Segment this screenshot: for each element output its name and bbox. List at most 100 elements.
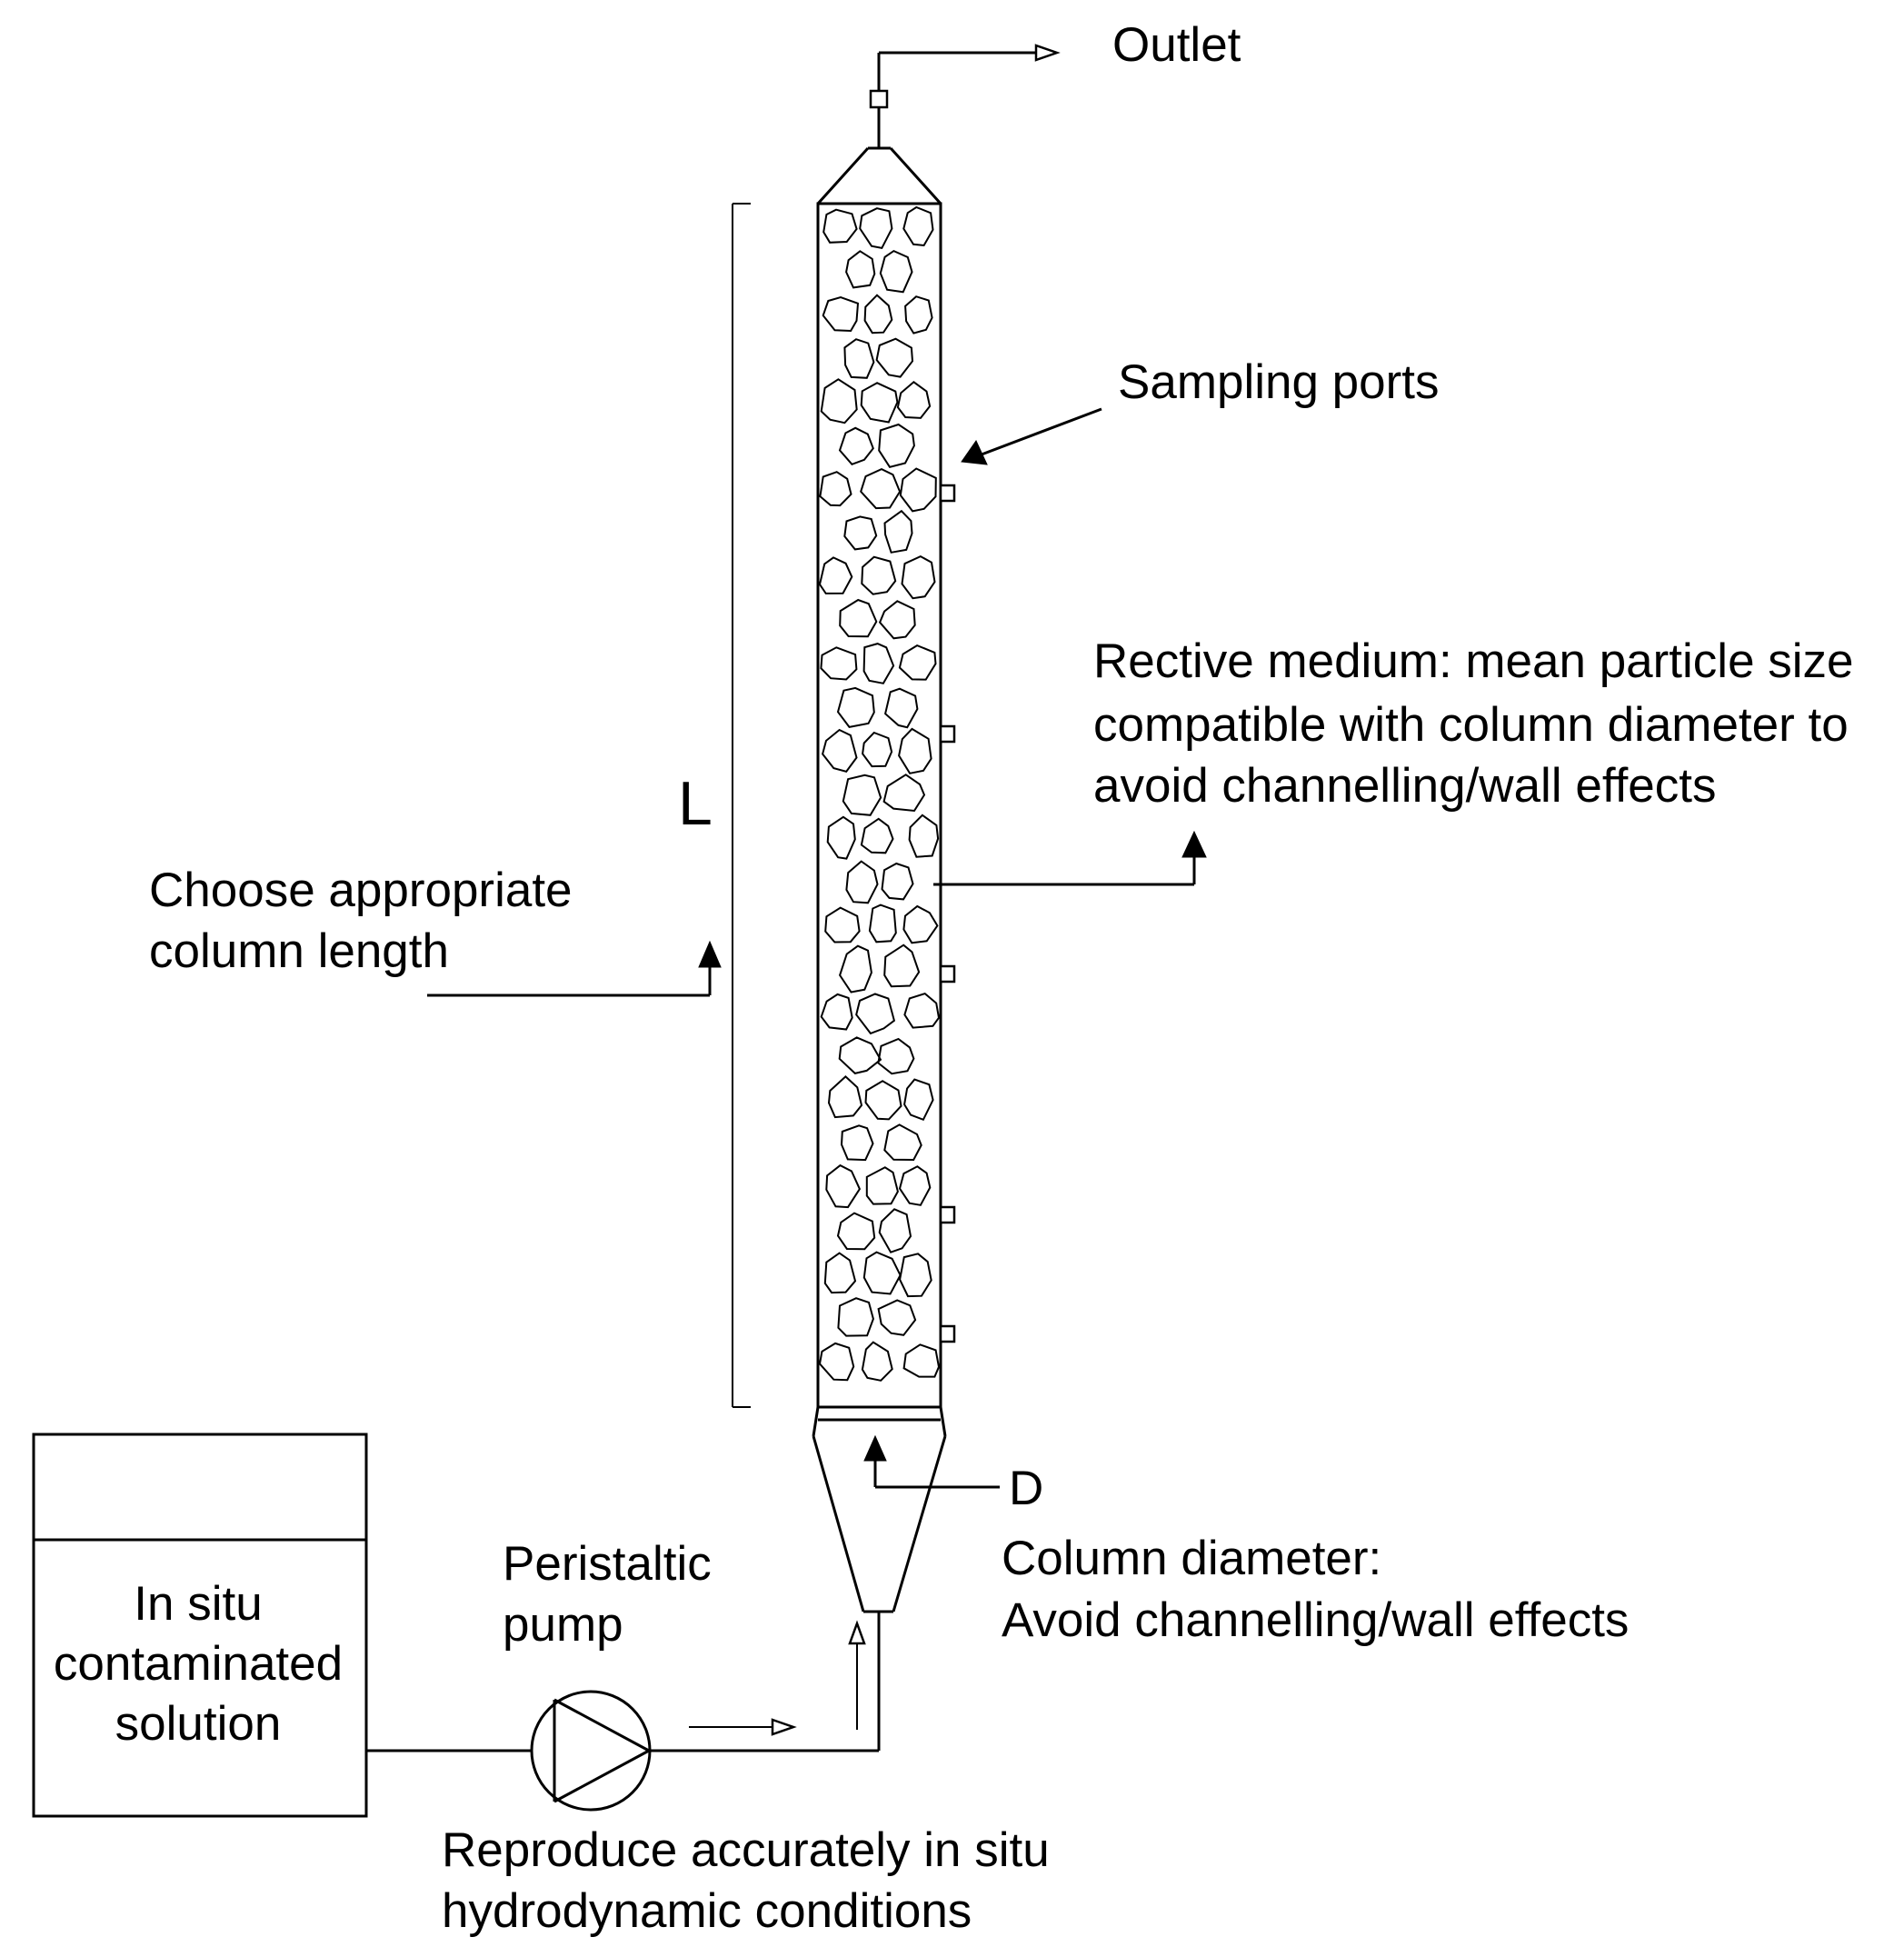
sampling-ports-pointer (961, 407, 1102, 465)
packing-particle (837, 1297, 874, 1337)
packing-particle (820, 378, 858, 424)
outlet-arrow (1034, 44, 1061, 62)
diameter-label-line1: Column diameter: (1002, 1532, 1381, 1585)
sampling-port (939, 484, 956, 503)
packing-particle (883, 509, 913, 554)
length-label-line2: column length (149, 924, 449, 978)
reservoir-label-line3: solution (115, 1697, 282, 1751)
medium-label-line3: avoid channelling/wall effects (1093, 759, 1717, 813)
packing-particle (818, 556, 853, 594)
peristaltic-pump-icon (530, 1690, 652, 1812)
sampling-port (939, 724, 956, 744)
packing-particle (860, 817, 894, 854)
packing-particle (898, 644, 937, 681)
packing-particle (865, 1166, 899, 1205)
packing-particle (898, 1165, 932, 1206)
packing-particle (826, 815, 856, 860)
sampling-port (939, 1324, 956, 1343)
reactive-medium-packing (818, 205, 941, 1382)
packing-particle (898, 727, 932, 774)
length-bracket (732, 203, 751, 1408)
packing-particle (862, 643, 895, 684)
packing-particle (822, 208, 858, 244)
packing-particle (845, 860, 879, 904)
packed-column (816, 202, 942, 1409)
packing-particle (819, 471, 852, 507)
packing-particle (883, 944, 921, 988)
length-pointer (427, 940, 722, 997)
packing-particle (823, 1252, 857, 1294)
packing-particle (843, 338, 875, 379)
packing-particle (822, 296, 860, 333)
packing-particle (827, 1075, 863, 1119)
packing-particle (838, 944, 872, 993)
packing-particle (901, 554, 936, 600)
packing-particle (863, 294, 893, 334)
packing-particle (883, 1123, 922, 1162)
diameter-symbol: D (1009, 1462, 1043, 1515)
packing-particle (902, 205, 934, 247)
packing-particle (899, 467, 937, 513)
packing-particle (903, 992, 941, 1029)
reservoir-label-line2: contaminated (54, 1637, 343, 1691)
packing-particle (840, 1124, 874, 1162)
packing-particle (860, 382, 899, 424)
sampling-ports-label: Sampling ports (1118, 355, 1440, 409)
outlet-pipe (869, 44, 1061, 148)
sampling-ports (939, 484, 956, 1343)
packing-particle (859, 207, 893, 250)
packing-particle (908, 814, 940, 858)
packing-particle (862, 1251, 902, 1295)
feed-pipe (367, 1612, 881, 1752)
packing-particle (860, 467, 902, 510)
sampling-port (939, 964, 956, 983)
packing-particle (883, 687, 919, 729)
packing-particle (902, 1343, 941, 1378)
column-top-cone (816, 146, 942, 205)
reservoir-tank (32, 1433, 368, 1818)
reservoir-label-line1: In situ (134, 1577, 262, 1631)
packing-particle (818, 1342, 855, 1382)
medium-label-line1: Rective medium: mean particle size (1093, 634, 1854, 688)
flow-arrow-vertical (848, 1620, 866, 1730)
packing-particle (824, 906, 861, 944)
hydro-label-line1: Reproduce accurately in situ (442, 1823, 1050, 1877)
packing-particle (836, 1212, 876, 1251)
packing-particle (881, 862, 914, 901)
pump-label-line2: pump (503, 1598, 623, 1652)
column-bottom-cone (812, 1405, 947, 1613)
packing-particle (868, 904, 897, 944)
packing-particle (836, 686, 875, 728)
packing-particle (875, 337, 914, 378)
packing-particle (845, 250, 876, 289)
packing-particle (843, 515, 878, 551)
packing-particle (861, 1341, 893, 1382)
diameter-pointer (863, 1434, 1000, 1489)
packing-particle (825, 1163, 862, 1209)
packing-particle (879, 249, 913, 294)
diameter-label-line2: Avoid channelling/wall effects (1002, 1593, 1629, 1647)
packing-particle (838, 426, 874, 465)
packing-particle (877, 1037, 915, 1075)
packing-particle (902, 904, 939, 944)
packing-particle (904, 295, 933, 334)
packing-particle (822, 728, 858, 773)
packing-particle (861, 555, 897, 595)
packing-particle (855, 993, 896, 1035)
packing-particle (820, 993, 853, 1031)
packing-particle (839, 598, 878, 638)
packing-particle (877, 1299, 917, 1336)
packing-particle (899, 1253, 932, 1298)
medium-pointer (933, 830, 1207, 886)
packing-particle (820, 646, 858, 681)
packing-particle (862, 731, 893, 768)
packing-particle (878, 1208, 912, 1253)
length-label-line1: Choose appropriate (149, 864, 573, 917)
packing-particle (878, 423, 915, 468)
pump-label-line1: Peristaltic (503, 1537, 712, 1591)
packing-particle (842, 774, 882, 816)
packing-particle (878, 600, 916, 640)
outlet-label: Outlet (1112, 18, 1241, 72)
packing-particle (838, 1036, 882, 1074)
